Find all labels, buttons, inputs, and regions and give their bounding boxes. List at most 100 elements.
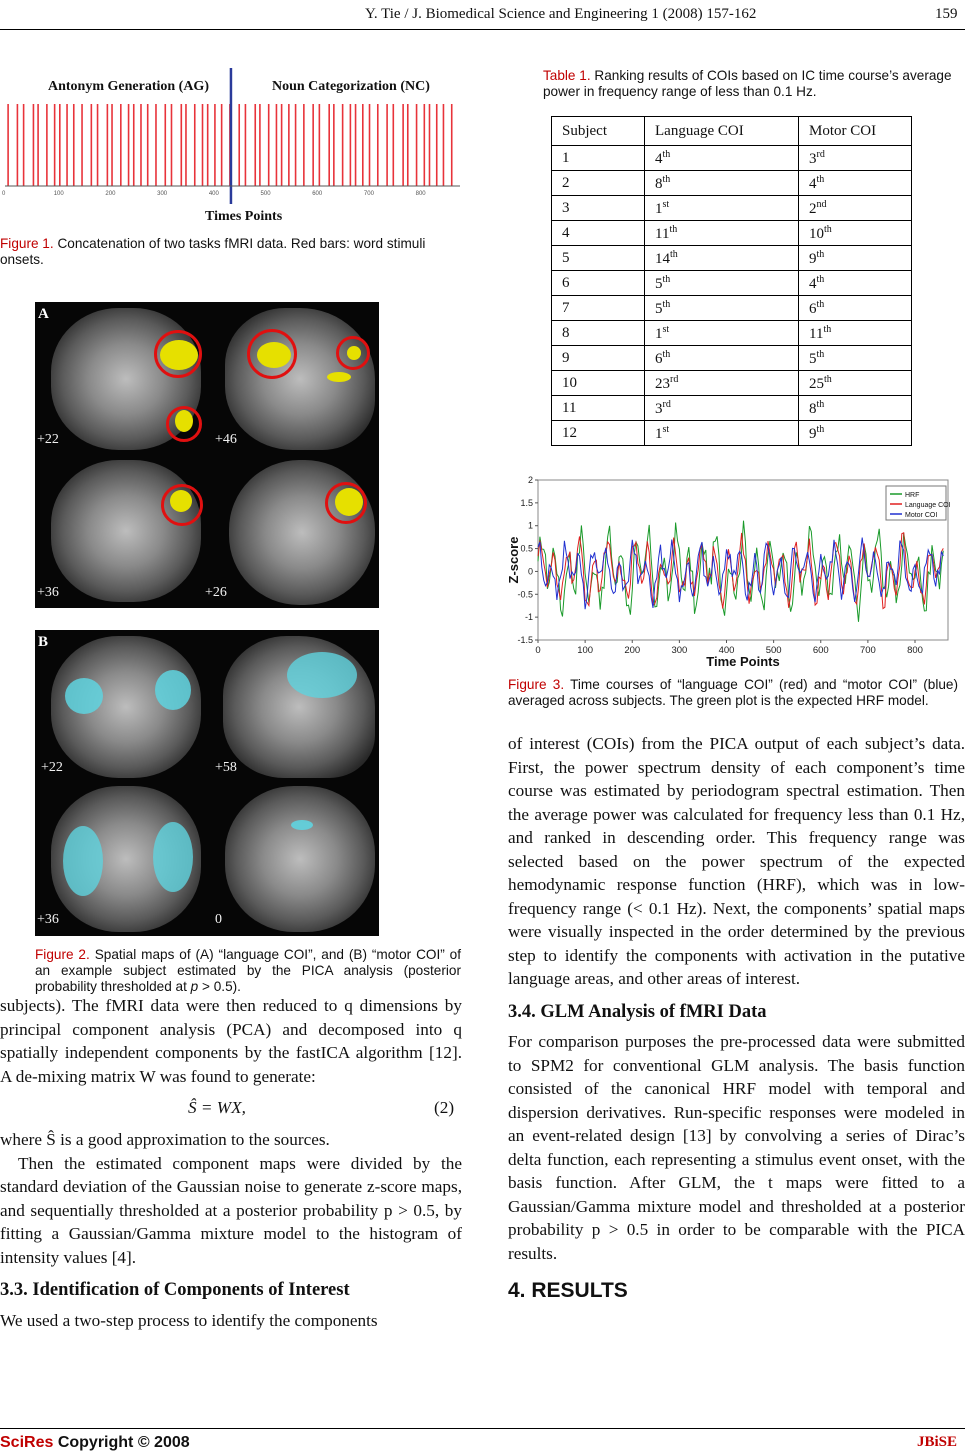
- paragraph-glm: For comparison purposes the pre-processe…: [508, 1032, 965, 1263]
- footer-brand: SciRes: [0, 1434, 54, 1451]
- cell-motor-rank: 3rd: [798, 145, 912, 171]
- cell-subject: 9: [551, 345, 645, 371]
- figure-2-panel-b: B +22 +58 +36 0: [35, 630, 379, 936]
- panel-b-slice-4-label: 0: [215, 912, 222, 927]
- legend-box: [885, 485, 947, 521]
- figure-2-caption-p: p: [190, 979, 199, 994]
- header-rule: [0, 29, 965, 30]
- running-title: Y. Tie / J. Biomedical Science and Engin…: [365, 6, 757, 22]
- x-tick-label: 700: [860, 645, 876, 656]
- cell-motor-rank: 9th: [798, 245, 912, 271]
- figure-1-right-task: Noun Categorization (NC): [272, 79, 430, 94]
- cell-subject: 5: [551, 245, 645, 271]
- figure-3-caption-label: Figure 3.: [508, 677, 565, 692]
- y-tick-label: 0.5: [520, 544, 533, 554]
- cell-language-rank: 14th: [644, 245, 799, 271]
- figure-3-caption: Figure 3. Time courses of “language COI”…: [508, 677, 958, 709]
- paragraph-where: where Ŝ is a good approximation to the s…: [0, 1130, 330, 1149]
- series-line-1: [537, 532, 944, 610]
- cell-language-rank: 1st: [644, 320, 799, 346]
- figure-2-caption-label: Figure 2.: [35, 947, 90, 962]
- heading-3-3: 3.3. Identification of Components of Int…: [0, 1280, 350, 1300]
- cell-motor-rank: 2nd: [798, 195, 912, 221]
- right-column-text: of interest (COIs) from the PICA output …: [508, 732, 965, 1303]
- figure-1-tick-label: 400: [209, 191, 220, 197]
- figure-1-caption-text: Concatenation of two tasks fMRI data. Re…: [0, 236, 426, 267]
- cell-motor-rank: 4th: [798, 170, 912, 196]
- x-axis-label: Time Points: [706, 654, 779, 666]
- cell-motor-rank: 8th: [798, 395, 912, 421]
- table-1-caption: Table 1. Ranking results of COIs based o…: [543, 68, 958, 100]
- y-tick-label: 0: [528, 566, 533, 576]
- x-tick-label: 500: [766, 645, 782, 656]
- cell-subject: 3: [551, 195, 645, 221]
- series-line-2: [537, 537, 944, 610]
- figure-2-caption-text: Spatial maps of (A) “language COI”, and …: [35, 947, 462, 994]
- paragraph-pca: subjects). The fMRI data were then reduc…: [0, 996, 462, 1086]
- heading-4-results: 4. RESULTS: [508, 1279, 628, 1302]
- panel-a-slice-4-label: +26: [205, 585, 227, 600]
- x-tick-label: 400: [719, 645, 735, 656]
- cell-subject: 1: [551, 145, 645, 171]
- footer-rule: [0, 1428, 965, 1429]
- footer-copyright: SciRes Copyright © 2008: [0, 1434, 190, 1452]
- col-motor-coi: Motor COI: [798, 116, 912, 146]
- figure-1-tick-label: 0: [2, 191, 6, 197]
- table-1-caption-text: Ranking results of COIs based on IC time…: [543, 68, 952, 99]
- y-tick-label: -1.5: [517, 635, 533, 645]
- figure-1-caption: Figure 1. Concatenation of two tasks fMR…: [0, 236, 462, 268]
- cell-subject: 8: [551, 320, 645, 346]
- cell-language-rank: 1st: [644, 420, 799, 446]
- figure-1-tick-label: 700: [364, 191, 375, 197]
- figure-1-caption-label: Figure 1.: [0, 236, 54, 251]
- cell-subject: 7: [551, 295, 645, 321]
- figure-1-left-task: Antonym Generation (AG): [48, 79, 209, 94]
- footer-journal: JBiSE: [917, 1434, 958, 1450]
- y-tick-label: 1.5: [520, 498, 533, 508]
- cell-subject: 6: [551, 270, 645, 296]
- figure-1-stimulus-plot: Antonym Generation (AG) Noun Categorizat…: [0, 64, 462, 224]
- footer-copyright-text: Copyright © 2008: [53, 1434, 190, 1451]
- figure-2-panel-a: A +22 +46 +36 +26: [35, 302, 379, 608]
- panel-a-slice-3-label: +36: [37, 585, 59, 600]
- paragraph-coi-identification: of interest (COIs) from the PICA output …: [508, 734, 965, 988]
- cell-motor-rank: 6th: [798, 295, 912, 321]
- cell-subject: 4: [551, 220, 645, 246]
- legend-label: HRF: [905, 492, 919, 499]
- figure-1: Antonym Generation (AG) Noun Categorizat…: [0, 64, 462, 224]
- y-tick-label: -0.5: [517, 589, 533, 599]
- cell-subject: 10: [551, 370, 645, 396]
- legend-label: Motor COI: [905, 512, 937, 519]
- y-tick-label: 1: [528, 521, 533, 531]
- x-tick-label: 800: [907, 645, 923, 656]
- panel-a-slice-2-label: +46: [215, 432, 237, 447]
- paragraph-two-step: We used a two-step process to identify t…: [0, 1310, 378, 1330]
- figure-1-tick-label: 200: [105, 191, 116, 197]
- panel-b-slice-3-label: +36: [37, 912, 59, 927]
- panel-b-slice-1-label: +22: [41, 760, 63, 775]
- cell-language-rank: 8th: [644, 170, 799, 196]
- cell-language-rank: 4th: [644, 145, 799, 171]
- cell-language-rank: 6th: [644, 345, 799, 371]
- figure-1-xlabel: Times Points: [205, 209, 283, 224]
- running-header: Y. Tie / J. Biomedical Science and Engin…: [0, 6, 965, 28]
- y-axis-label: Z-score: [508, 537, 521, 584]
- x-tick-label: 200: [624, 645, 640, 656]
- x-tick-label: 0: [535, 645, 540, 656]
- cell-language-rank: 3rd: [644, 395, 799, 421]
- figure-1-tick-label: 100: [54, 191, 65, 197]
- figure-1-tick-label: 500: [261, 191, 272, 197]
- cell-motor-rank: 5th: [798, 345, 912, 371]
- col-language-coi: Language COI: [644, 116, 799, 146]
- x-tick-label: 600: [813, 645, 829, 656]
